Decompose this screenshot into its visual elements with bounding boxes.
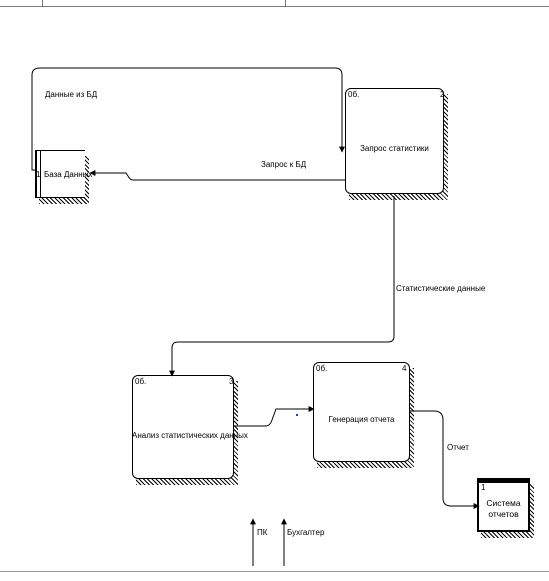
process-title: Анализ статистических данных bbox=[132, 431, 248, 440]
entity-title-line2: отчетов bbox=[488, 509, 519, 519]
border-tick bbox=[285, 0, 286, 6]
external-entity-report-system[interactable]: 1 Система отчетов bbox=[477, 478, 534, 538]
store-box bbox=[35, 150, 85, 198]
process-code: 0б. bbox=[316, 364, 328, 373]
process-title: Генерация отчета bbox=[328, 415, 395, 424]
data-store-database[interactable]: 1 База Данных bbox=[35, 150, 93, 204]
process-code: 0б. bbox=[348, 90, 360, 99]
entity-title-line1: Система bbox=[486, 498, 521, 508]
flow-label-db-request: Запрос к БД bbox=[261, 160, 307, 169]
process-number: 3 bbox=[229, 377, 234, 386]
flow-report-line[interactable] bbox=[410, 410, 480, 509]
process-number: 4 bbox=[402, 364, 407, 373]
process-title: Запрос статистики bbox=[360, 144, 429, 153]
process-frame bbox=[313, 362, 410, 462]
store-title: База Данных bbox=[44, 170, 93, 179]
process-code: 0б. bbox=[135, 377, 147, 386]
entity-number: 1 bbox=[481, 483, 486, 492]
flow-db-request-line[interactable] bbox=[89, 170, 346, 181]
store-number: 1 bbox=[36, 170, 41, 179]
flow-stat-data-line[interactable] bbox=[169, 196, 395, 377]
flow-label-report: Отчет bbox=[447, 443, 469, 452]
process-box-report-gen[interactable]: 0б. 4 Генерация отчета bbox=[313, 362, 414, 468]
flow-label-db-data: Данные из БД bbox=[45, 90, 98, 99]
bottom-border bbox=[0, 571, 549, 572]
store-divider bbox=[40, 150, 41, 198]
border-tick bbox=[42, 0, 43, 6]
top-border bbox=[0, 0, 549, 7]
flow-label-pc: ПК bbox=[257, 528, 268, 537]
flow-label-accountant: Бухгалтер bbox=[287, 528, 325, 537]
flow-db-data-line[interactable] bbox=[31, 67, 345, 171]
process-number: 2 bbox=[440, 90, 445, 99]
process-box-request-stats[interactable]: 0б. 2 Запрос статистики bbox=[345, 88, 448, 200]
process-frame bbox=[132, 375, 234, 479]
process-frame bbox=[345, 88, 444, 194]
stray-dot bbox=[296, 414, 298, 416]
flow-label-stat-data: Статистические данные bbox=[396, 284, 486, 293]
process-box-analysis[interactable]: 0б. 3 Анализ статистических данных bbox=[132, 375, 248, 485]
flow-analysis-report-line[interactable] bbox=[234, 406, 315, 427]
